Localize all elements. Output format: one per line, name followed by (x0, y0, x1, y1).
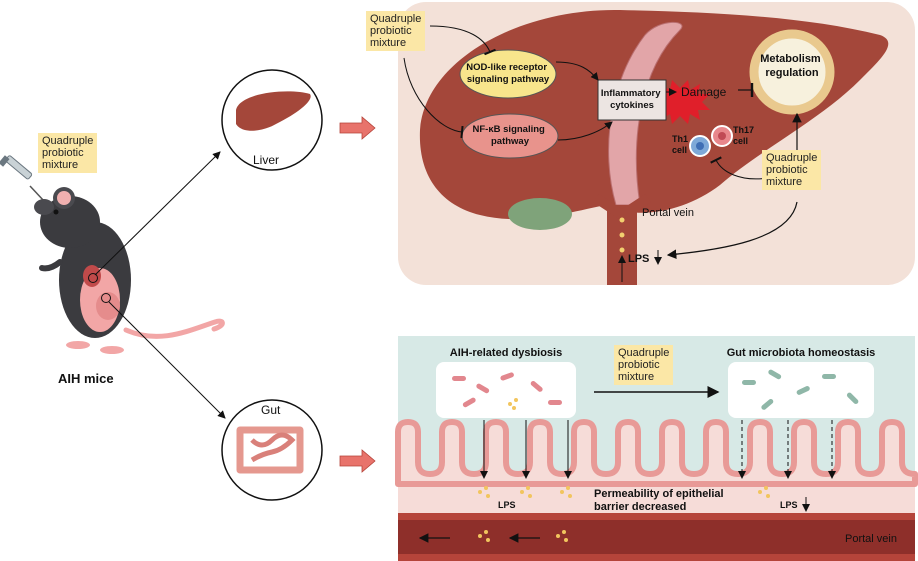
permeability-label-1: Permeability of epithelial (594, 488, 724, 500)
bacteria-dysbiosis-icon (452, 372, 562, 410)
svg-text:Inflammatory cytokines: Inflammatory cytokines (601, 88, 663, 111)
intestine-icon (236, 426, 304, 474)
nfkb-label-2: pathway (491, 136, 530, 147)
cytokines-box (597, 79, 667, 121)
svg-text:NF-κB signaling pathway: NF-κB signaling pathway (473, 124, 548, 147)
arrow-to-liver (94, 151, 221, 276)
permeability-label-2: barrier decreased (594, 501, 686, 513)
cytokines-label-1: Inflammatory (601, 88, 661, 99)
th17-label-2: cell (733, 136, 748, 146)
damage-label: Damage (681, 85, 727, 99)
liver-icon (236, 91, 311, 131)
th1-label-1: Th1 (672, 134, 688, 144)
gut-marker (101, 293, 111, 303)
metabolism-label-1: Metabolism (760, 53, 821, 65)
gallbladder (508, 198, 572, 230)
mouse-illustration (34, 187, 225, 354)
svg-text:Th17 cell: Th17 cell (733, 125, 757, 146)
lps-crossing-arrows (480, 420, 572, 479)
svg-text:NOD-like receptor signalin: NOD-like receptor signaling pathway (466, 62, 550, 85)
dysbiosis-box (436, 362, 576, 418)
mice-label: AIH mice (58, 371, 114, 386)
dysbiosis-label: AIH-related dysbiosis (450, 347, 562, 359)
arrow-to-gut (108, 301, 226, 419)
arrow-liver-panel (339, 116, 376, 140)
liver-circle-label: Liver (253, 153, 279, 167)
arrow-nod-cytokines (555, 61, 599, 81)
svg-text:Metabolism regulation: Metabolism regulation (760, 53, 824, 79)
th1-label-2: cell (672, 145, 687, 155)
portal-vein-gut-label: Portal vein (845, 533, 897, 545)
syringe-icon (0, 155, 45, 202)
inhibit-nod (429, 25, 496, 56)
lps-dots-vein (619, 217, 625, 253)
nod-pathway (459, 49, 557, 99)
nod-label-2: signaling pathway (467, 74, 550, 85)
lps-dots-gut (478, 486, 770, 542)
nfkb-label-1: NF-κB signaling (473, 124, 546, 135)
svg-text:Th1 cell: Th1 cell (672, 134, 691, 155)
liver-marker (88, 273, 98, 283)
homeostasis-label: Gut microbiota homeostasis (727, 347, 876, 359)
svg-text:Permeability of epithelial: Permeability of epithelial barrier decre… (594, 488, 727, 513)
inhibit-nfkb (403, 57, 464, 139)
lps-gut-label-right: LPS (780, 500, 798, 510)
lps-liver-label: LPS (628, 253, 649, 265)
metabolism-label-2: regulation (765, 67, 818, 79)
nod-label-1: NOD-like receptor (466, 62, 547, 73)
gut-circle-label: Gut (261, 403, 281, 417)
arrow-nfkb-cytokines (557, 121, 613, 141)
metabolism-ring (749, 29, 835, 115)
lps-gut-label-left: LPS (498, 500, 516, 510)
arrow-lps-vein (666, 201, 798, 259)
reduced-crossing-arrows (738, 420, 836, 479)
inhibit-th-cells (710, 156, 769, 180)
th17-label-1: Th17 (733, 125, 754, 135)
bacteria-homeostasis-icon (742, 369, 859, 410)
cytokines-label-2: cytokines (610, 100, 654, 111)
arrow-gut-panel (339, 449, 376, 473)
portal-vein-liver-label: Portal vein (642, 207, 694, 219)
